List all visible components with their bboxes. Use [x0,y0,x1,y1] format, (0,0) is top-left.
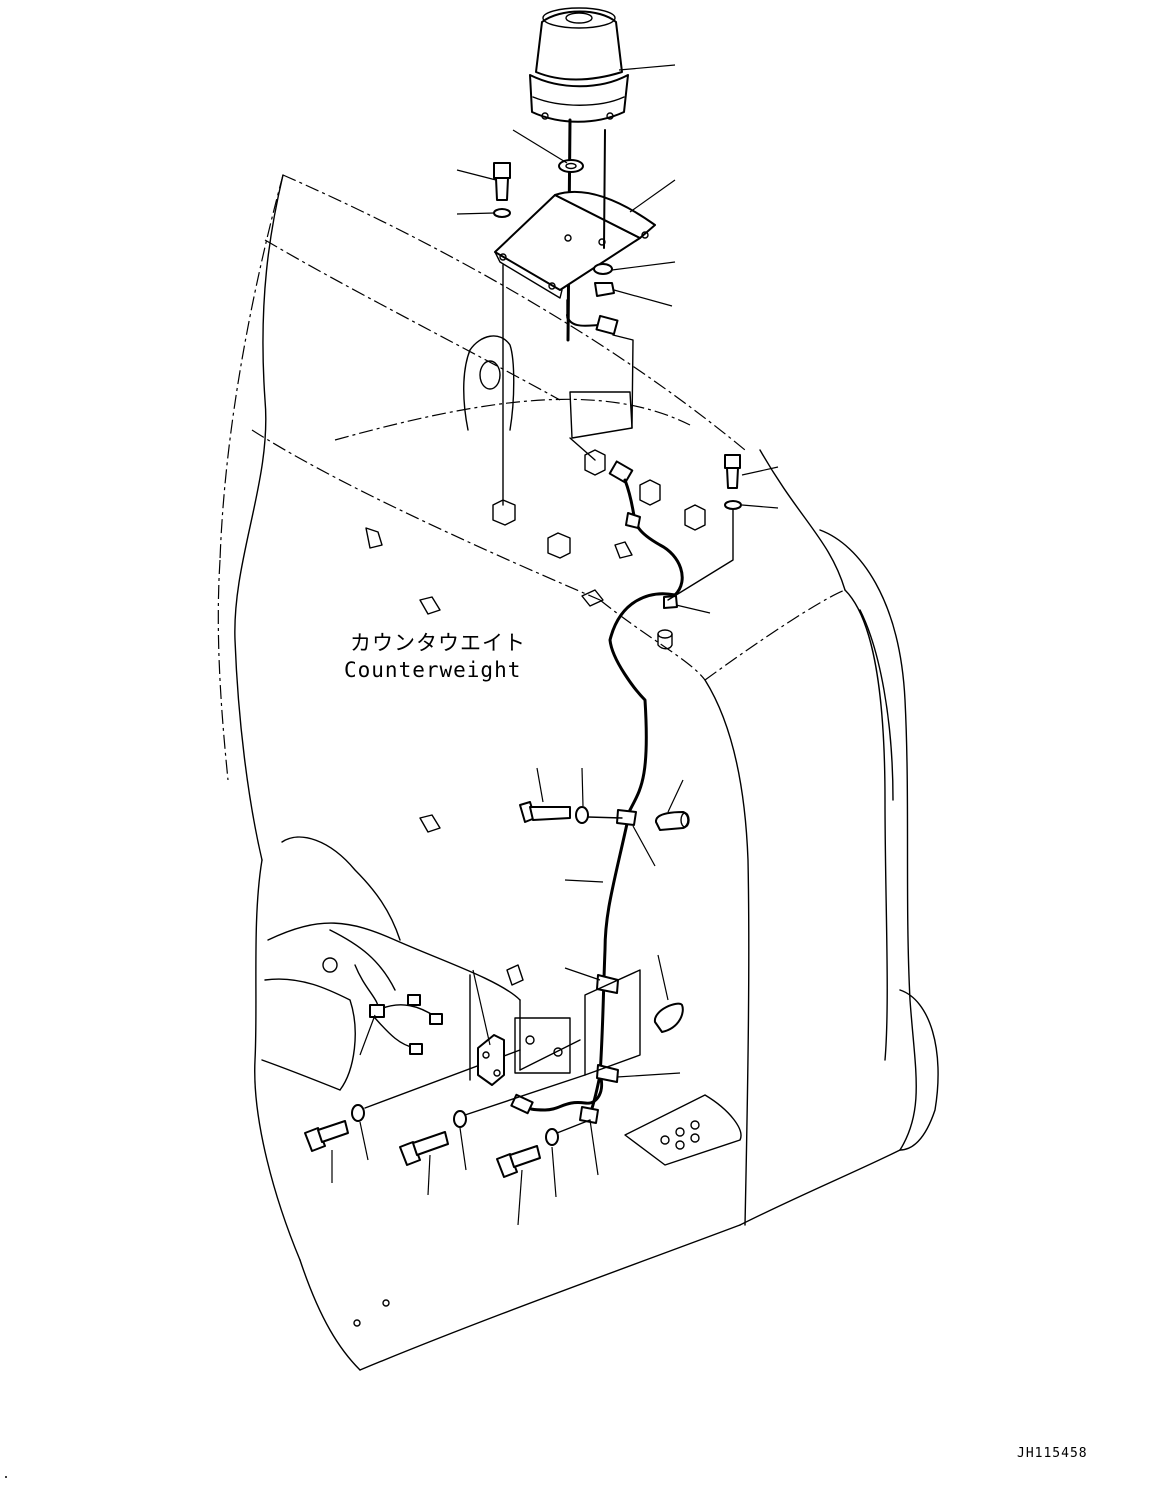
welded-nuts [365,449,706,986]
side-bolt [667,454,742,601]
small-bracket [477,1034,505,1086]
frame-bracket-area [261,836,581,1091]
wire-harness [510,314,684,1124]
bottom-bolts [304,1049,591,1178]
middle-fasteners [519,801,690,1033]
corner-mark [5,1476,7,1478]
mounting-bracket [493,129,656,506]
lower-connectors [353,964,742,1327]
drawing-code: JH115458 [1017,1446,1088,1461]
counterweight-outline [217,174,939,1371]
counterweight-label-en: Counterweight [344,658,521,682]
counterweight-label-jp: カウンタウエイト [350,631,526,655]
beacon-lamp [529,7,629,342]
callout-leaders [331,64,779,1226]
